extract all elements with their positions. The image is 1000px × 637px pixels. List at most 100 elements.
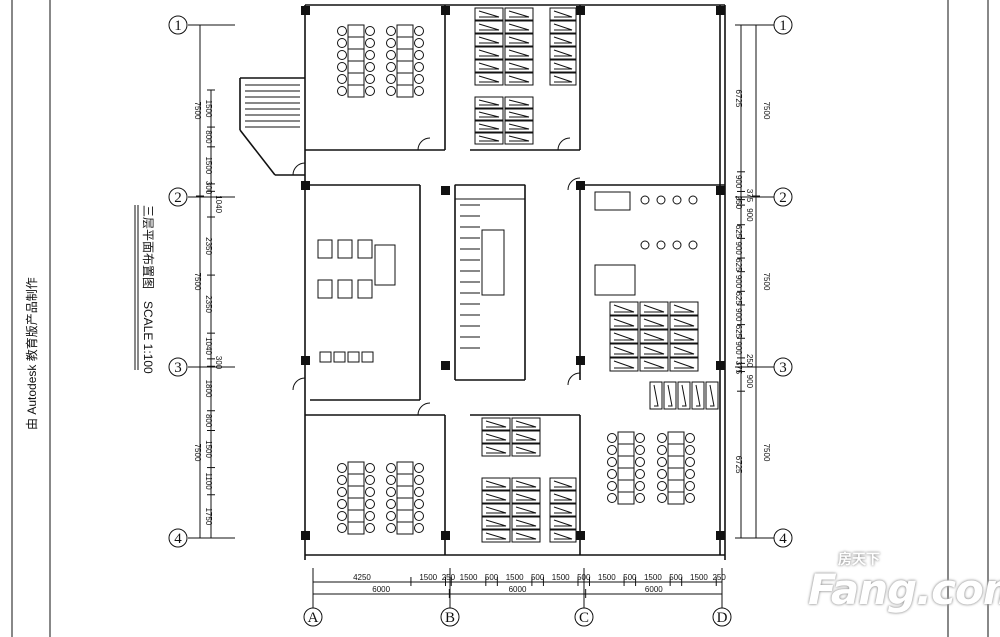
table xyxy=(396,509,414,523)
chair xyxy=(386,50,396,60)
monitor xyxy=(613,304,635,313)
axis-bubble xyxy=(168,357,188,377)
chair xyxy=(386,499,396,509)
table xyxy=(667,443,685,457)
chair xyxy=(414,86,424,96)
dim-label: 7500 xyxy=(762,273,771,291)
chair xyxy=(365,86,375,96)
axis-bubble xyxy=(773,15,793,35)
monitor xyxy=(515,480,537,488)
computer-desk xyxy=(504,120,534,133)
computer-desk xyxy=(639,301,669,316)
monitor xyxy=(643,318,665,327)
chair xyxy=(685,469,695,479)
monitor xyxy=(673,360,695,369)
monitor xyxy=(673,346,695,355)
computer-desk xyxy=(691,381,705,410)
chair xyxy=(365,26,375,36)
axis-label-A: A xyxy=(308,610,319,626)
chair xyxy=(688,195,698,205)
monitor xyxy=(667,384,673,407)
chair xyxy=(635,445,645,455)
chair xyxy=(414,487,424,497)
computer-desk xyxy=(511,529,541,543)
dim-label: 900 xyxy=(734,275,743,289)
counter xyxy=(594,264,636,296)
computer-desk xyxy=(549,72,577,86)
chair xyxy=(607,469,617,479)
computer-desk xyxy=(639,357,669,372)
structural-column xyxy=(441,186,450,195)
monitor xyxy=(643,346,665,355)
computer-desk xyxy=(481,503,511,517)
axis-label-3: 3 xyxy=(779,360,787,376)
dim-label: 6725 xyxy=(734,456,743,474)
monitor xyxy=(508,135,530,142)
monitor xyxy=(553,506,573,514)
axis-label-1: 1 xyxy=(779,18,787,34)
axis-bubble xyxy=(168,15,188,35)
computer-desk xyxy=(549,7,577,21)
computer-desk xyxy=(549,529,577,543)
table xyxy=(347,485,365,499)
chair xyxy=(337,86,347,96)
computer-desk xyxy=(511,503,541,517)
chair xyxy=(386,86,396,96)
dim-label: 500 xyxy=(623,573,637,582)
table xyxy=(347,48,365,62)
dim-label: 900 xyxy=(745,208,754,222)
dim-label: 900 xyxy=(734,242,743,256)
chair xyxy=(337,26,347,36)
dim-label: 375 xyxy=(745,189,754,203)
chair xyxy=(337,50,347,60)
table xyxy=(347,497,365,511)
monitor xyxy=(508,99,530,106)
chair xyxy=(337,475,347,485)
chair xyxy=(607,433,617,443)
monitor xyxy=(695,384,701,407)
table xyxy=(667,479,685,493)
computer-desk xyxy=(481,490,511,504)
computer-desk xyxy=(504,96,534,109)
monitor xyxy=(553,62,573,70)
monitor xyxy=(478,10,500,18)
computer-desk xyxy=(663,381,677,410)
table xyxy=(617,443,635,457)
axis-label-2: 2 xyxy=(174,190,182,206)
stair-landing xyxy=(481,229,505,296)
table xyxy=(396,461,414,475)
sink xyxy=(347,351,360,363)
sink xyxy=(361,351,374,363)
monitor xyxy=(508,123,530,130)
chair xyxy=(365,499,375,509)
door-swing xyxy=(557,137,571,151)
chair xyxy=(635,469,645,479)
chair xyxy=(414,26,424,36)
toilet-stall xyxy=(337,239,353,259)
monitor xyxy=(485,493,507,501)
chair xyxy=(635,433,645,443)
computer-desk xyxy=(511,516,541,530)
monitor xyxy=(613,346,635,355)
computer-desk xyxy=(639,315,669,330)
chair xyxy=(657,481,667,491)
monitor xyxy=(553,493,573,501)
scale-text: SCALE 1:100 xyxy=(141,301,155,374)
axis-label-B: B xyxy=(445,610,455,626)
computer-desk xyxy=(677,381,691,410)
table xyxy=(396,72,414,86)
table xyxy=(396,60,414,74)
dim-label: 1800 xyxy=(204,380,213,398)
monitor xyxy=(613,332,635,341)
dim-label: 625 xyxy=(734,258,743,272)
monitor xyxy=(643,360,665,369)
table xyxy=(396,24,414,38)
computer-desk xyxy=(609,315,639,330)
table xyxy=(396,521,414,535)
sheet-frame xyxy=(11,0,989,637)
dim-label: 900 xyxy=(745,375,754,389)
chair xyxy=(657,433,667,443)
computer-desk xyxy=(511,417,541,431)
table xyxy=(347,72,365,86)
